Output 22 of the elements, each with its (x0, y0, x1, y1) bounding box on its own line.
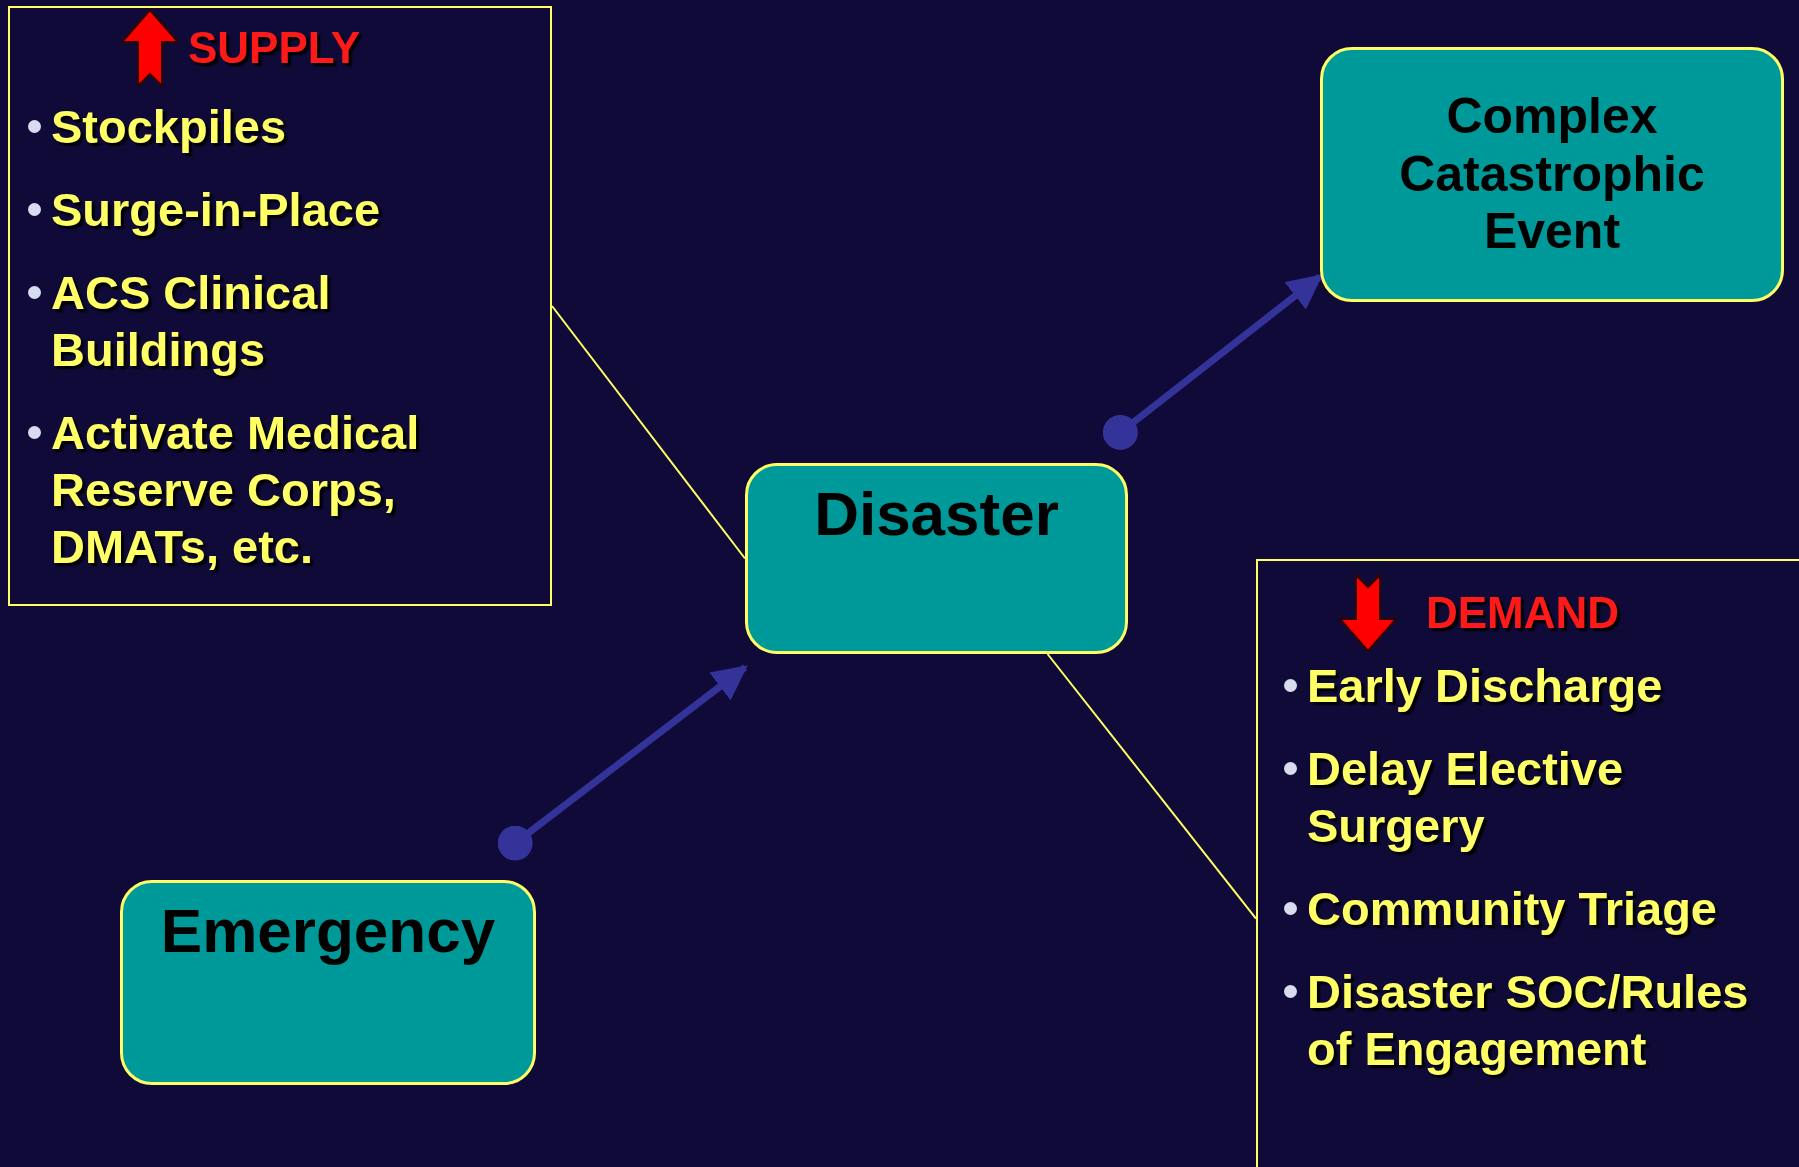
arrow (497, 664, 748, 861)
box-label: Complex Catastrophic Event (1398, 88, 1706, 261)
connector-line (1046, 653, 1257, 920)
arrow (1102, 273, 1323, 450)
heading: DEMAND (1426, 591, 1620, 635)
list-panel (8, 6, 552, 606)
bullet-text: Surge-in-Place (51, 182, 381, 238)
bullet-text: Community Triage (1307, 881, 1717, 937)
heading: SUPPLY (188, 26, 360, 70)
box-label: Emergency (160, 895, 496, 967)
bullet-text: Activate Medical Reserve Corps, DMATs, etc. (51, 405, 421, 575)
connector-line (551, 305, 746, 560)
rounded-box (120, 880, 536, 1085)
bullet-text: Disaster SOC/Rules of Engagement (1307, 964, 1750, 1077)
rounded-box (745, 463, 1128, 654)
rounded-box (1320, 47, 1784, 302)
bullet-text: Stockpiles (51, 99, 287, 155)
list-panel (1256, 559, 1799, 1167)
bullet-text: ACS Clinical Buildings (51, 265, 332, 378)
box-label: Disaster (814, 478, 1059, 550)
bullet-text: Delay Elective Surgery (1307, 741, 1625, 854)
bullet-text: Early Discharge (1307, 658, 1663, 714)
